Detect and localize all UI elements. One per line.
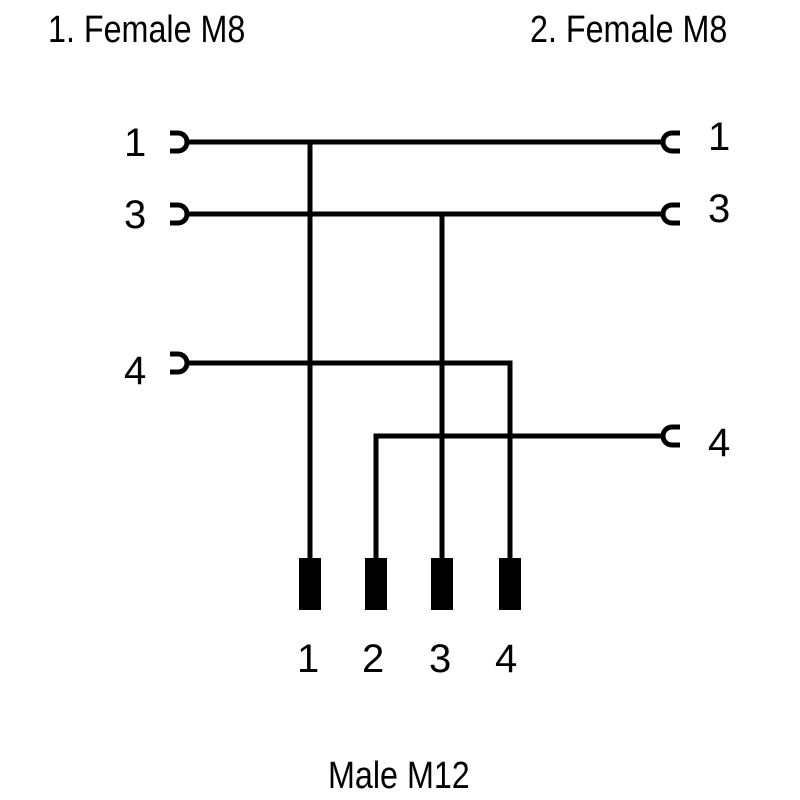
left-connector-title: 1. Female M8 [48, 9, 245, 51]
m12-pin-2-icon [365, 558, 387, 610]
bottom-pin-label-1: 1 [297, 637, 319, 681]
wire-right-pin4-to-m12-pin2 [373, 433, 663, 560]
left-pin-label-3: 3 [124, 193, 146, 237]
bottom-pin-label-3: 3 [429, 637, 451, 681]
bottom-connector-title: Male M12 [328, 755, 470, 797]
m12-pin-3-icon [431, 558, 453, 610]
left-socket-4-icon [170, 351, 190, 375]
left-socket-3-icon [170, 202, 190, 226]
m12-pin-1-icon [299, 558, 321, 610]
bottom-pin-label-4: 4 [495, 637, 517, 681]
right-pin-label-3: 3 [708, 187, 730, 231]
right-pin-label-4: 4 [708, 421, 730, 465]
bottom-pin-label-2: 2 [362, 637, 384, 681]
m12-pin-4-icon [499, 558, 521, 610]
right-socket-4-icon [660, 424, 680, 448]
left-pin-label-1: 1 [124, 121, 146, 165]
left-socket-1-icon [170, 130, 190, 154]
right-socket-1-icon [660, 130, 680, 154]
wire-left-pin4-to-m12-pin4 [187, 360, 513, 560]
right-connector-title: 2. Female M8 [530, 9, 727, 51]
right-socket-3-icon [660, 202, 680, 226]
right-pin-label-1: 1 [708, 115, 730, 159]
left-pin-label-4: 4 [124, 349, 146, 393]
